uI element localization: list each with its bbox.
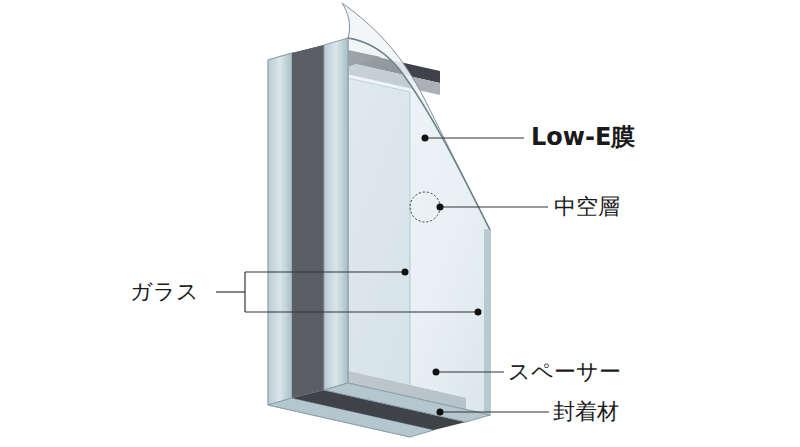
part-label: 封着材 xyxy=(553,398,619,426)
bracket-line xyxy=(244,272,245,312)
leader-dot xyxy=(437,204,444,211)
cavity-marker xyxy=(410,192,440,222)
part-label: ガラス xyxy=(130,278,199,306)
part-label: 中空層 xyxy=(554,193,620,221)
leader-dot xyxy=(437,409,444,416)
leader-dot xyxy=(402,269,409,276)
bracket-line xyxy=(216,291,245,292)
leader-dot xyxy=(475,309,482,316)
front-pane-bottom xyxy=(324,383,490,422)
front-pane-edge xyxy=(484,229,490,415)
low-e-film xyxy=(342,3,490,230)
film-edge xyxy=(348,38,490,230)
leader-line xyxy=(245,311,478,312)
part-label: Low-E膜 xyxy=(531,123,635,151)
glass-section-front xyxy=(324,38,348,390)
leader-line xyxy=(436,371,504,372)
leader-line xyxy=(425,137,524,138)
leader-line xyxy=(440,206,548,207)
leader-dot xyxy=(422,135,429,142)
glass-section-back xyxy=(268,53,292,405)
leader-line xyxy=(245,271,405,272)
leader-dot xyxy=(433,369,440,376)
sealant-section xyxy=(292,45,324,398)
leader-line xyxy=(440,411,549,412)
part-label: スペーサー xyxy=(508,358,621,386)
